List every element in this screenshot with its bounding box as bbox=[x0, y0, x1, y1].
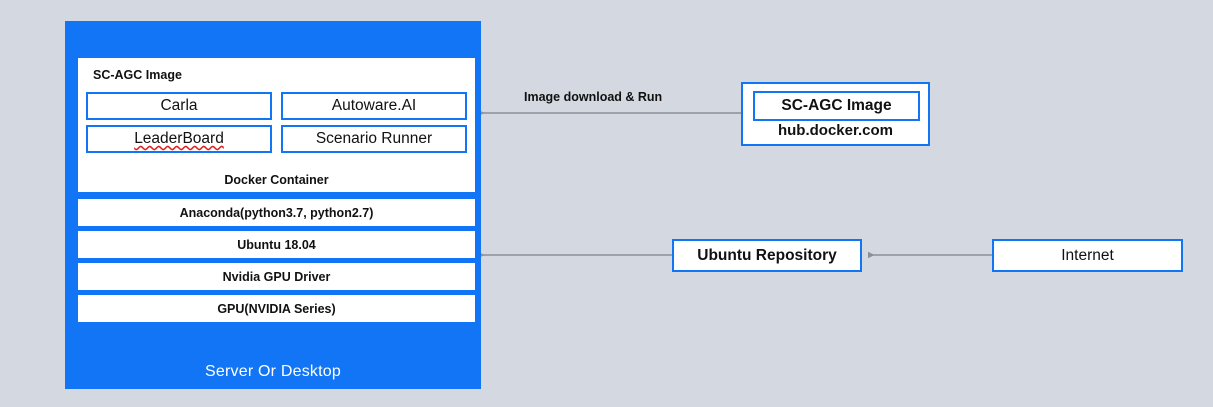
docker-container-label: Docker Container bbox=[224, 173, 329, 187]
docker-registry-node: SC-AGC Image hub.docker.com bbox=[741, 82, 930, 146]
internet-node: Internet bbox=[992, 239, 1183, 272]
component-carla[interactable]: Carla bbox=[86, 92, 272, 120]
component-grid: Carla Autoware.AI LeaderBoard Scenario R… bbox=[86, 92, 467, 158]
stack-row-ubuntu-label: Ubuntu 18.04 bbox=[237, 237, 316, 252]
ubuntu-repository-node: Ubuntu Repository bbox=[672, 239, 862, 272]
stack-row-anaconda: Anaconda(python3.7, python2.7) bbox=[78, 199, 475, 226]
component-carla-label: Carla bbox=[160, 97, 198, 114]
registry-image-label: SC-AGC Image bbox=[781, 97, 892, 114]
stack-row-anaconda-label: Anaconda(python3.7, python2.7) bbox=[179, 205, 374, 220]
stack-row-ubuntu: Ubuntu 18.04 bbox=[78, 231, 475, 258]
registry-image-box: SC-AGC Image bbox=[753, 91, 920, 121]
stack-row-gpu: GPU(NVIDIA Series) bbox=[78, 295, 475, 322]
component-scenario-runner-label: Scenario Runner bbox=[315, 130, 433, 147]
component-leaderboard-label: LeaderBoard bbox=[134, 130, 224, 147]
stack-row-nvidia-driver-label: Nvidia GPU Driver bbox=[222, 269, 331, 284]
component-autoware-ai-label: Autoware.AI bbox=[331, 97, 417, 114]
ubuntu-repository-label: Ubuntu Repository bbox=[697, 246, 837, 264]
component-leaderboard[interactable]: LeaderBoard bbox=[86, 125, 272, 153]
host-machine-box: SC-AGC Image Carla Autoware.AI LeaderBoa… bbox=[65, 21, 481, 389]
host-stack: Anaconda(python3.7, python2.7) Ubuntu 18… bbox=[78, 199, 475, 327]
component-row: LeaderBoard Scenario Runner bbox=[86, 125, 467, 153]
sc-agc-image-title: SC-AGC Image bbox=[93, 68, 182, 82]
component-scenario-runner[interactable]: Scenario Runner bbox=[281, 125, 467, 153]
internet-label: Internet bbox=[1061, 246, 1114, 264]
stack-row-nvidia-driver: Nvidia GPU Driver bbox=[78, 263, 475, 290]
component-row: Carla Autoware.AI bbox=[86, 92, 467, 120]
sc-agc-image-panel: SC-AGC Image Carla Autoware.AI LeaderBoa… bbox=[78, 58, 475, 192]
image-download-edge-label: Image download & Run bbox=[524, 90, 663, 104]
component-autoware-ai[interactable]: Autoware.AI bbox=[281, 92, 467, 120]
registry-host-label: hub.docker.com bbox=[777, 122, 894, 139]
host-machine-label: Server Or Desktop bbox=[205, 363, 341, 380]
stack-row-gpu-label: GPU(NVIDIA Series) bbox=[217, 301, 336, 316]
